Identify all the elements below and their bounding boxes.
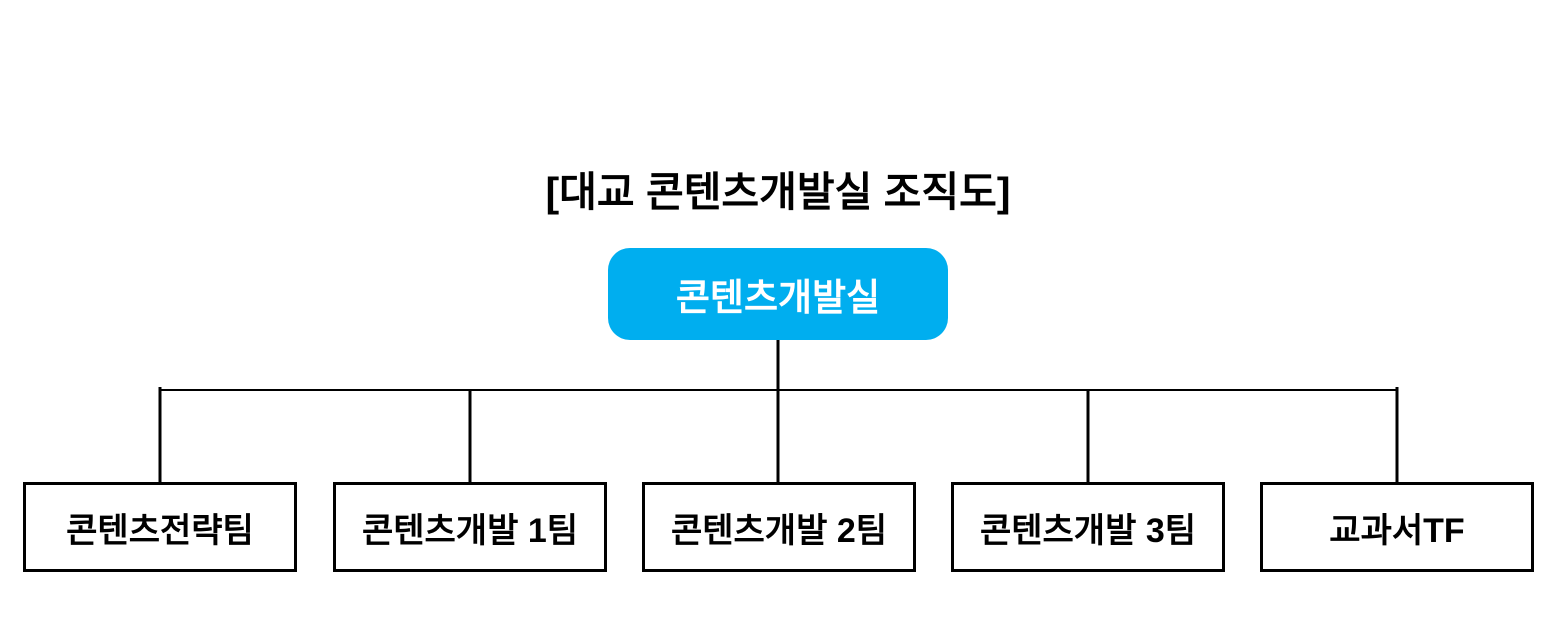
org-node-root-label: 콘텐츠개발실 [675,277,881,318]
org-node-label: 콘텐츠개발 2팀 [670,511,888,550]
org-node-label: 콘텐츠전략팀 [66,511,254,550]
org-node-label: 교과서TF [1329,511,1465,550]
org-node-content-dev-team-1: 콘텐츠개발 1팀 [333,482,607,572]
org-node-content-dev-team-2: 콘텐츠개발 2팀 [642,482,916,572]
org-node-root: 콘텐츠개발실 [608,248,948,340]
org-node-label: 콘텐츠개발 1팀 [361,511,579,550]
org-node-content-strategy-team: 콘텐츠전략팀 [23,482,297,572]
chart-title: [대교 콘텐츠개발실 조직도] [545,169,1011,215]
org-node-label: 콘텐츠개발 3팀 [979,511,1197,550]
org-node-textbook-tf: 교과서TF [1260,482,1534,572]
org-node-content-dev-team-3: 콘텐츠개발 3팀 [951,482,1225,572]
